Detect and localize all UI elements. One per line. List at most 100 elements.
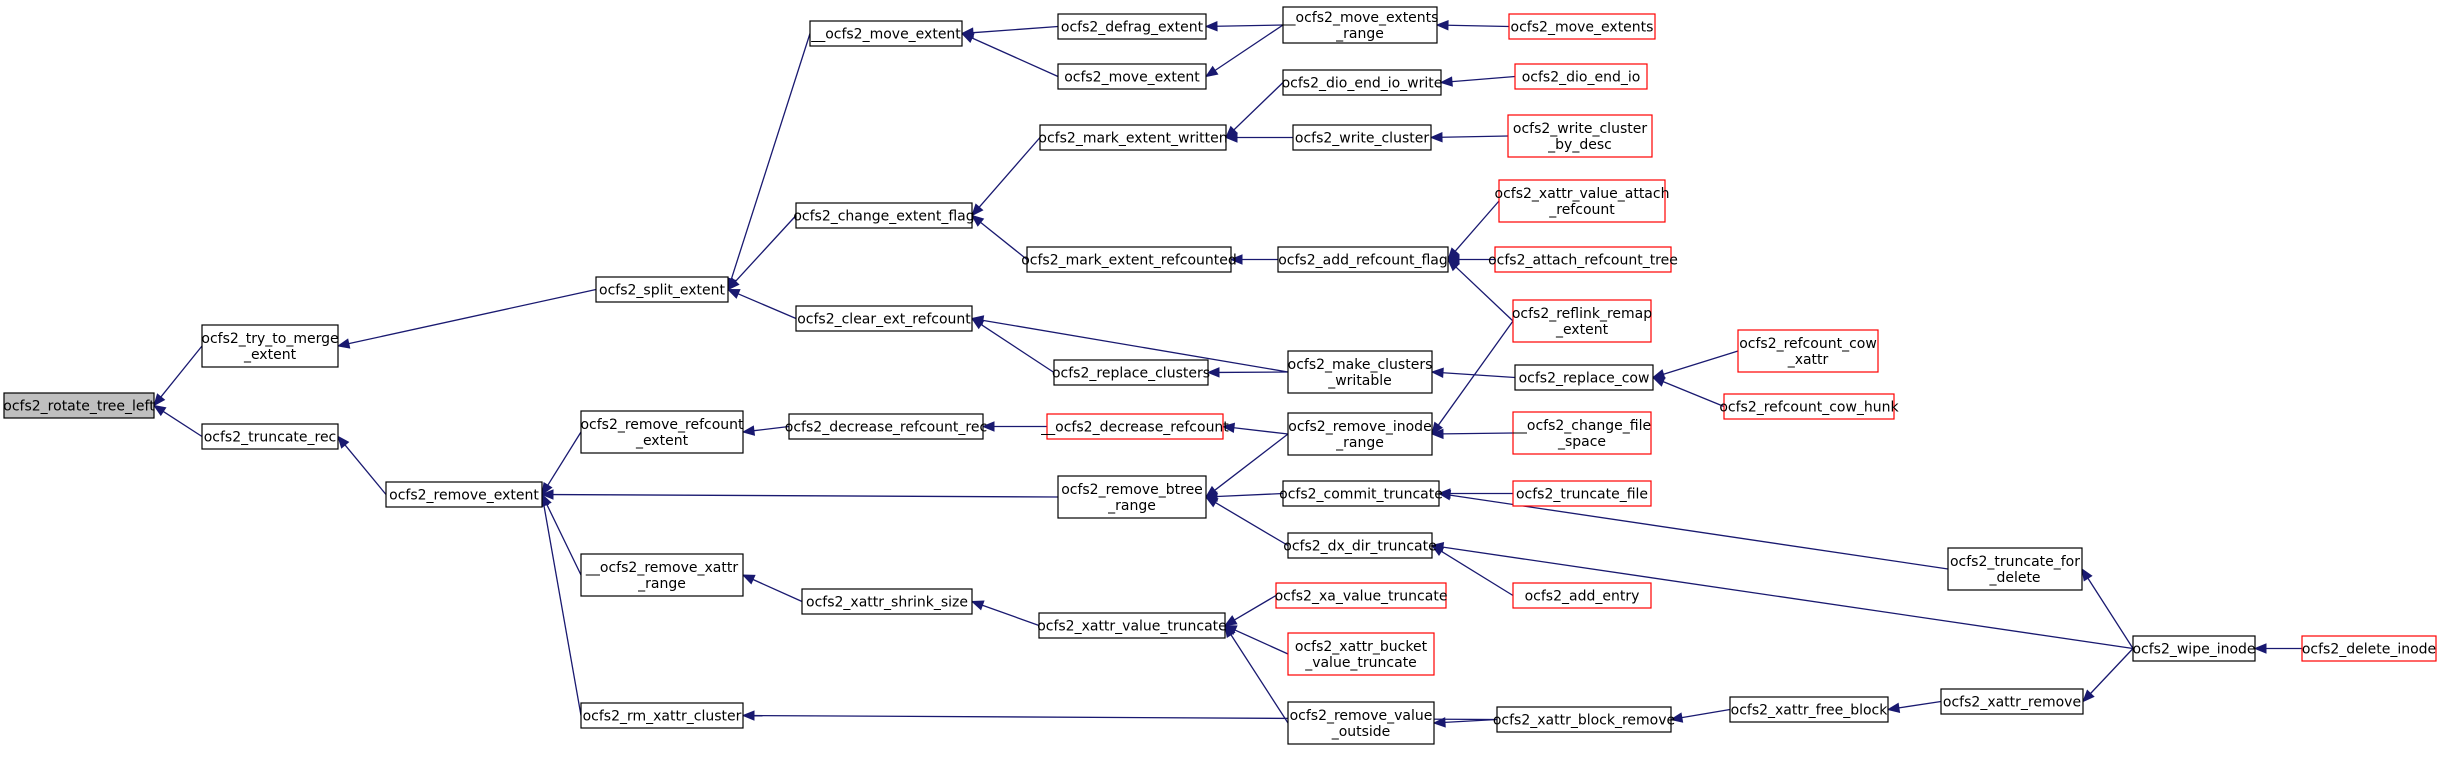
node-box (1287, 350, 1433, 394)
edge-__move_extents_range-to-move_extent (1204, 24, 1284, 78)
node-xattr-free-block[interactable]: ocfs2_xattr_free_block (1729, 696, 1889, 723)
node-change-extent-flag[interactable]: ocfs2_change_extent_flag (793, 202, 975, 229)
node-label: ocfs2_decrease_refcount_rec (785, 420, 987, 436)
node-box (1494, 246, 1672, 273)
node-box (1282, 6, 1438, 44)
node-box (1057, 63, 1207, 90)
node-rm-xattr-cluster[interactable]: ocfs2_rm_xattr_cluster (580, 702, 744, 729)
edge-rm_xattr_cluster-to-remove_extent (538, 493, 582, 716)
node-make-clusters-writable[interactable]: ocfs2_make_clusters_writable (1287, 350, 1433, 394)
node-rotate-tree-left[interactable]: ocfs2_rotate_tree_left (3, 392, 155, 419)
node-box (1057, 475, 1207, 519)
edge-clear_ext_refcount-to-split_extent (726, 288, 797, 320)
node-commit-truncate[interactable]: ocfs2_commit_truncate (1279, 480, 1443, 507)
node-box (1275, 582, 1447, 609)
edge-xattr_value_truncate-to-xattr_shrink_size (970, 600, 1040, 627)
node-move-extent[interactable]: ocfs2_move_extent (1057, 63, 1207, 90)
node-truncate-for-delete[interactable]: ocfs2_truncate_for_delete (1947, 547, 2083, 591)
node-label: ocfs2_add_refcount_flag (1278, 253, 1448, 269)
node-remove-refcount-extent[interactable]: ocfs2_remove_refcount_extent (580, 410, 744, 454)
edge-wipe_inode-to-dx_dir_truncate (1430, 541, 2134, 650)
edge-decrease_refcount_rec-to-remove_refcount_extent (741, 425, 790, 436)
node-label: _extent (1555, 322, 1609, 338)
node-remove-extent[interactable]: ocfs2_remove_extent (385, 481, 543, 508)
edge-remove_value_outside-to-xattr_value_truncate (1224, 624, 1289, 724)
node-delete-inode[interactable]: ocfs2_delete_inode (2301, 635, 2437, 662)
node-replace-cow[interactable]: ocfs2_replace_cow (1514, 364, 1654, 391)
node-reflink-remap-extent[interactable]: ocfs2_reflink_remap_extent (1512, 299, 1652, 343)
node---move-extents-range[interactable]: __ocfs2_move_extents_range (1281, 6, 1439, 44)
node-mark-extent-written[interactable]: ocfs2_mark_extent_written (1038, 124, 1228, 151)
node-label: __ocfs2_change_file (1512, 418, 1651, 434)
node-move-extents[interactable]: ocfs2_move_extents (1508, 13, 1656, 40)
node-xattr-bucket-value-truncate[interactable]: ocfs2_xattr_bucket_value_truncate (1287, 632, 1435, 676)
node-xattr-value-truncate[interactable]: ocfs2_xattr_value_truncate (1037, 612, 1227, 639)
node-label: ocfs2_dio_end_io (1522, 70, 1641, 86)
node-split-extent[interactable]: ocfs2_split_extent (595, 276, 729, 303)
node-write-cluster[interactable]: ocfs2_write_cluster (1292, 124, 1432, 151)
node-box (1026, 246, 1232, 273)
edge-remove_inode_range-to-__decrease_refcount (1221, 422, 1289, 435)
node-label: _range (1335, 26, 1384, 42)
edge-reflink_remap_extent-to-add_refcount_flag (1447, 258, 1514, 322)
node-box (1287, 532, 1433, 559)
node-label: ocfs2_xattr_free_block (1731, 703, 1889, 719)
node-box (2301, 635, 2437, 662)
node-remove-value-outside[interactable]: ocfs2_remove_value_outside (1287, 701, 1435, 745)
node-label: ocfs2_dx_dir_truncate (1283, 539, 1436, 555)
edge-wipe_inode-to-truncate_for_delete (2081, 567, 2134, 649)
node-truncate-rec[interactable]: ocfs2_truncate_rec (201, 423, 339, 450)
node-label: _xattr (1787, 352, 1829, 368)
node-dx-dir-truncate[interactable]: ocfs2_dx_dir_truncate (1283, 532, 1437, 559)
node-dio-end-io-write[interactable]: ocfs2_dio_end_io_write (1282, 69, 1443, 96)
edge-truncate_for_delete-to-commit_truncate (1437, 489, 1949, 570)
node-box (1039, 124, 1227, 151)
node-label: ocfs2_truncate_for (1950, 554, 2080, 570)
node-attach-refcount-tree[interactable]: ocfs2_attach_refcount_tree (1488, 246, 1678, 273)
node-xattr-shrink-size[interactable]: ocfs2_xattr_shrink_size (801, 588, 973, 615)
node-xattr-remove[interactable]: ocfs2_xattr_remove (1940, 688, 2084, 715)
node-xa-value-truncate[interactable]: ocfs2_xa_value_truncate (1275, 582, 1448, 609)
node-label: _extent (635, 433, 689, 449)
node-remove-btree-range[interactable]: ocfs2_remove_btree_range (1057, 475, 1207, 519)
node-label: ocfs2_write_cluster (1513, 121, 1647, 137)
edge-remove_extent-to-truncate_rec (337, 435, 387, 495)
node-xattr-block-remove[interactable]: ocfs2_xattr_block_remove (1493, 706, 1675, 733)
edge-split_extent-to-try_to_merge_extent (336, 288, 597, 349)
node-label: _outside (1331, 724, 1391, 740)
edge-xattr_block_remove-to-remove_value_outside (1432, 717, 1498, 728)
node-add-entry[interactable]: ocfs2_add_entry (1512, 582, 1652, 609)
call-edges (152, 19, 2302, 728)
node-box (1508, 13, 1656, 40)
node-label: ocfs2_dio_end_io_write (1282, 76, 1443, 92)
node-box (595, 276, 729, 303)
node---move-extent[interactable]: __ocfs2_move_extent (809, 20, 963, 47)
node---remove-xattr-range[interactable]: __ocfs2_remove_xattr_range (580, 553, 744, 597)
node-write-cluster-by-desc[interactable]: ocfs2_write_cluster_by_desc (1507, 114, 1653, 158)
node-box (1940, 688, 2084, 715)
node-dio-end-io[interactable]: ocfs2_dio_end_io (1514, 63, 1648, 90)
node-wipe-inode[interactable]: ocfs2_wipe_inode (2132, 635, 2256, 662)
node-remove-inode-range[interactable]: ocfs2_remove_inode_range (1287, 412, 1433, 456)
node-clear-ext-refcount[interactable]: ocfs2_clear_ext_refcount (795, 305, 973, 332)
node---change-file-space[interactable]: __ocfs2_change_file_space (1512, 411, 1652, 455)
node-box (1496, 706, 1672, 733)
node-try-to-merge-extent[interactable]: ocfs2_try_to_merge_extent (201, 324, 339, 368)
node-xattr-value-attach-refcount[interactable]: ocfs2_xattr_value_attach_refcount (1495, 179, 1670, 223)
node-label: ocfs2_xattr_shrink_size (806, 595, 968, 611)
node-replace-clusters[interactable]: ocfs2_replace_clusters (1052, 359, 1210, 386)
node-defrag-extent[interactable]: ocfs2_defrag_extent (1057, 13, 1207, 40)
node-truncate-file[interactable]: ocfs2_truncate_file (1512, 480, 1652, 507)
node-box (3, 392, 155, 419)
node-box (580, 702, 744, 729)
node-decrease-refcount-rec[interactable]: ocfs2_decrease_refcount_rec (785, 413, 987, 440)
node-refcount-cow-xattr[interactable]: ocfs2_refcount_cow_xattr (1737, 329, 1879, 373)
edge-try_to_merge_extent-to-rotate_tree_left (153, 345, 203, 407)
node-box (1737, 329, 1879, 373)
node-add-refcount-flag[interactable]: ocfs2_add_refcount_flag (1277, 246, 1449, 273)
node---decrease-refcount[interactable]: __ocfs2_decrease_refcount (1040, 413, 1229, 440)
node-refcount-cow-hunk[interactable]: ocfs2_refcount_cow_hunk (1719, 393, 1900, 420)
edge-truncate_rec-to-rotate_tree_left (152, 404, 203, 438)
node-mark-extent-refcounted[interactable]: ocfs2_mark_extent_refcounted (1021, 246, 1237, 273)
